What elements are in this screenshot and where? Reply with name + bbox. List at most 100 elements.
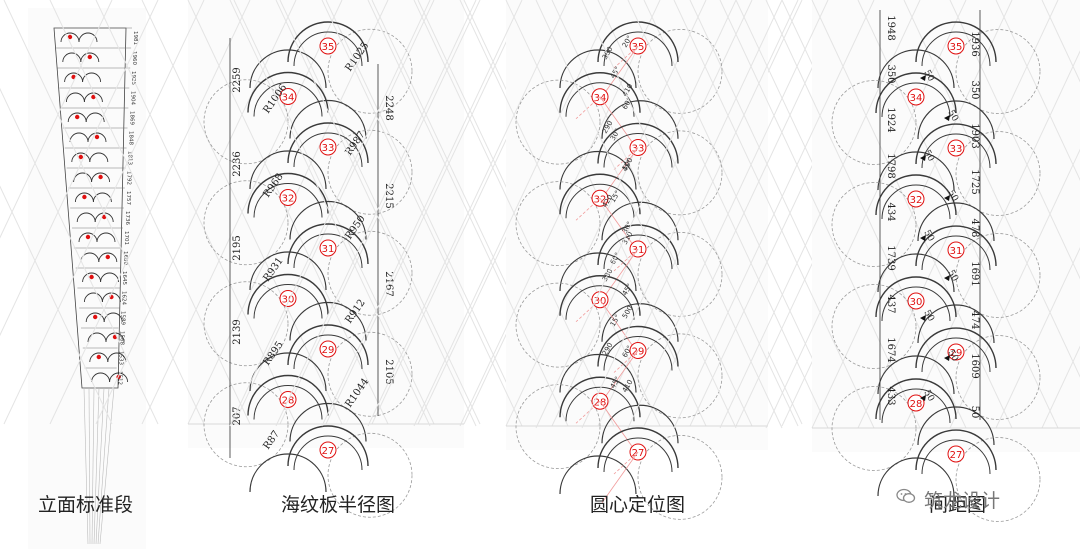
left-dimension: 437 (885, 294, 896, 313)
elevation-wave-arc (87, 132, 107, 143)
wechat-icon (896, 488, 916, 503)
wave-arc (289, 99, 367, 139)
elevation-wave-arc (98, 252, 118, 263)
elevation-dimension: 1701 (123, 231, 129, 245)
circle-number-marker (907, 394, 925, 412)
center-guide-line (599, 401, 637, 453)
wave-arc (881, 286, 951, 322)
elevation-marker (67, 34, 73, 40)
watermark: 筑龙设计 (896, 486, 1001, 513)
elevation-wave-arc (109, 372, 129, 383)
circle-number: 31 (950, 246, 963, 257)
elevation-wave-arc (91, 372, 111, 383)
center-drawing: 35343332313029282720°45°60°30°45°15°30°6… (229, 0, 1080, 520)
circle-number-marker (319, 37, 337, 55)
dimension-arrow (920, 395, 926, 401)
dashed-circle (515, 384, 601, 470)
center-guide-line (601, 147, 639, 199)
elevation-wave-arc (96, 232, 116, 243)
circle-number-marker (947, 343, 965, 361)
wave-arc (877, 151, 955, 191)
circle-number-marker (319, 138, 337, 156)
circle-number-marker (279, 189, 297, 206)
right-dimension: 1725 (969, 169, 980, 194)
dashed-circle (831, 386, 917, 471)
elevation-wave-arc (78, 232, 98, 243)
left-dimension: 1948 (885, 15, 896, 40)
wave-arc (915, 21, 997, 63)
elevation-taper-line (83, 387, 89, 545)
circle-number: 32 (594, 194, 607, 205)
left-dimension: 1798 (885, 153, 896, 178)
circle-number: 30 (282, 295, 295, 306)
elevation-dimension: 1624 (120, 291, 126, 305)
wave-arc (597, 224, 679, 266)
wave-arc (915, 225, 997, 267)
dimension-arrow (944, 275, 950, 281)
center-guide-line (613, 147, 639, 170)
guide-line (535, 0, 737, 429)
guide-line (413, 0, 615, 427)
circle-number-marker (319, 239, 337, 257)
elevation-wave-arc (91, 172, 111, 183)
circle-number-marker (907, 190, 925, 208)
elevation-dimension: 1869 (128, 111, 134, 125)
circle-number: 30 (594, 296, 607, 307)
guide-line (1041, 345, 1080, 429)
circle-number: 34 (594, 93, 607, 104)
wave-arc (921, 31, 991, 67)
center-guide-line (601, 451, 639, 503)
elevation-wave-arc (67, 112, 87, 123)
guide-line (551, 0, 753, 427)
wave-arc (603, 31, 673, 67)
guide-line (321, 0, 523, 427)
circle-number: 34 (910, 93, 923, 104)
left-dimension: 434 (885, 202, 896, 221)
dashed-circle (955, 131, 1041, 216)
wave-arc (915, 123, 997, 165)
left-dimension: 207 (232, 406, 243, 425)
wave-arc (249, 251, 327, 291)
guide-line (673, 0, 875, 429)
center-guide-line (599, 96, 637, 148)
wave-arc (601, 100, 679, 139)
elevation-marker (105, 254, 111, 260)
wave-arc (559, 49, 637, 89)
guide-line (505, 0, 707, 427)
left-dimension: 2195 (232, 235, 243, 260)
wave-arc (289, 301, 367, 341)
elevation-taper-line (95, 387, 105, 545)
center-guide-line (575, 400, 601, 424)
dashed-circle (831, 80, 917, 165)
radius-label: R87 (261, 429, 282, 452)
wave-arc (915, 429, 997, 471)
wave-arc (253, 284, 323, 319)
wave-arc (247, 172, 329, 214)
circle-number: 29 (322, 345, 335, 356)
elevation-wave-arc (73, 172, 93, 183)
watermark-text: 筑龙设计 (924, 490, 1001, 512)
elevation-dimension: 1512 (117, 371, 123, 385)
wave-arc (559, 455, 637, 495)
right-dimension: 474 (969, 310, 980, 329)
wave-arc (565, 82, 635, 117)
dashed-circle (327, 230, 413, 316)
center-guide-line (613, 45, 639, 69)
elevation-dimension: 1680 (122, 251, 128, 265)
guide-line (627, 0, 829, 429)
dashed-circle (955, 437, 1041, 522)
wave-arc (559, 72, 641, 113)
elevation-marker (93, 314, 98, 320)
right-dimension: 1609 (969, 353, 980, 378)
circle-number-marker (907, 88, 925, 106)
elevation-taper-line (97, 387, 110, 545)
center-guide-line (601, 45, 639, 97)
center-guide-line (599, 299, 637, 351)
guide-line (949, 148, 1080, 429)
center-panel: 35343332313029282720°45°60°30°45°15°30°6… (229, 0, 1080, 520)
wave-arc (881, 184, 951, 220)
caption-elevation: 立面标准段 (38, 494, 134, 516)
elevation-wave-arc (80, 52, 100, 63)
wave-arc (597, 427, 679, 469)
